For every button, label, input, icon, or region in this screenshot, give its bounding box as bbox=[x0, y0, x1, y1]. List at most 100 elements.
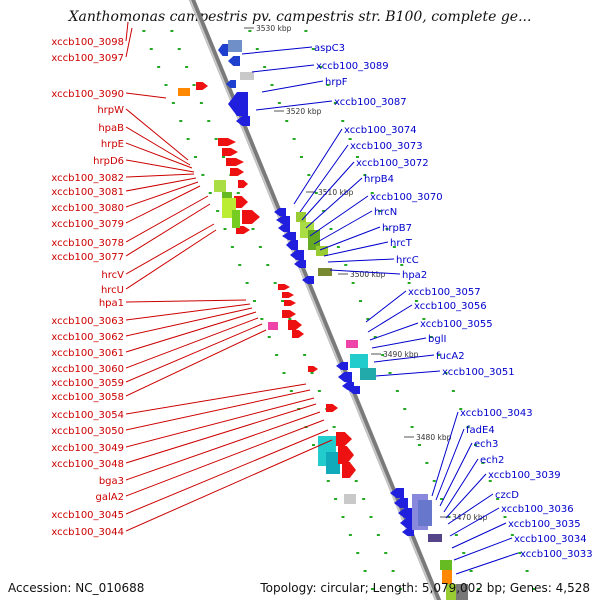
leader-line bbox=[125, 126, 191, 166]
gene-arrow bbox=[402, 528, 414, 536]
gene-label-xccb100_3057: xccb100_3057 bbox=[408, 287, 481, 298]
gene-label-xccb100_3070: xccb100_3070 bbox=[370, 192, 443, 203]
gene-label-xccb100_3077: xccb100_3077 bbox=[51, 252, 124, 263]
gene-arrow bbox=[278, 284, 290, 290]
leader-line bbox=[369, 322, 419, 341]
gene-label-xccb100_3063: xccb100_3063 bbox=[51, 316, 124, 327]
gene-label-xccb100_3056: xccb100_3056 bbox=[414, 301, 487, 312]
guide-dot bbox=[285, 120, 289, 122]
guide-dot bbox=[444, 372, 448, 374]
leader-line bbox=[125, 311, 257, 353]
guide-dot bbox=[223, 228, 227, 230]
gene-label-xccb100_3089: xccb100_3089 bbox=[316, 61, 389, 72]
guide-dot bbox=[230, 246, 234, 248]
gene-block bbox=[456, 584, 468, 600]
gene-arrow bbox=[226, 80, 236, 88]
gene-label-hrcT: hrcT bbox=[390, 238, 413, 249]
guide-dot bbox=[282, 372, 286, 374]
guide-dot bbox=[384, 552, 388, 554]
gene-label-hrcU: hrcU bbox=[101, 285, 124, 296]
guide-dot bbox=[317, 390, 321, 392]
guide-dot bbox=[314, 192, 318, 194]
guide-dot bbox=[142, 30, 146, 32]
gene-label-xccb100_3048: xccb100_3048 bbox=[51, 459, 124, 470]
kbp-tick-label: 3490 kbp bbox=[383, 350, 419, 359]
gene-label-ech2: ech2 bbox=[480, 455, 504, 466]
leader-line bbox=[125, 181, 199, 208]
leader-line bbox=[125, 185, 201, 224]
guide-dot bbox=[378, 210, 382, 212]
guide-dot bbox=[400, 264, 404, 266]
gene-block bbox=[232, 210, 240, 228]
leader-line bbox=[255, 100, 333, 111]
guide-dot bbox=[469, 570, 473, 572]
guide-dot bbox=[267, 336, 271, 338]
leader-line bbox=[125, 307, 253, 337]
guide-dot bbox=[496, 498, 500, 500]
gene-block bbox=[326, 452, 340, 474]
gene-label-xccb100_3035: xccb100_3035 bbox=[508, 519, 581, 530]
guide-dot bbox=[466, 426, 470, 428]
gene-block bbox=[350, 354, 368, 368]
leader-line bbox=[125, 323, 263, 383]
guide-dot bbox=[398, 588, 402, 590]
gene-arrow bbox=[282, 310, 296, 318]
leader-line bbox=[125, 403, 317, 464]
guide-dot bbox=[170, 30, 174, 32]
guide-dot bbox=[201, 174, 205, 176]
gene-label-hrpB4: hrpB4 bbox=[364, 174, 394, 185]
guide-dot bbox=[307, 174, 311, 176]
gene-arrow bbox=[222, 148, 238, 156]
guide-dot bbox=[481, 462, 485, 464]
gene-label-hrpE: hrpE bbox=[101, 139, 124, 150]
right-label-leaders bbox=[241, 46, 519, 575]
gene-block bbox=[240, 72, 254, 80]
gene-arrow bbox=[326, 404, 338, 412]
gene-block bbox=[360, 368, 376, 380]
guide-dot bbox=[334, 498, 338, 500]
leader-line bbox=[125, 419, 325, 497]
gene-block bbox=[296, 212, 306, 222]
leader-line bbox=[125, 299, 247, 303]
guide-dot bbox=[292, 138, 296, 140]
kbp-tick-label: 3530 kbp bbox=[256, 24, 292, 33]
guide-dot bbox=[304, 30, 308, 32]
gene-label-xccb100_3081: xccb100_3081 bbox=[51, 187, 124, 198]
gene-arrow bbox=[228, 56, 240, 66]
gene-label-xccb100_3051: xccb100_3051 bbox=[442, 367, 515, 378]
guide-dot bbox=[376, 534, 380, 536]
guide-dot bbox=[351, 282, 355, 284]
guide-dot bbox=[348, 534, 352, 536]
gene-block bbox=[316, 246, 328, 256]
guide-dot bbox=[503, 516, 507, 518]
guide-dot bbox=[326, 84, 330, 86]
leader-line bbox=[435, 428, 465, 501]
guide-dot bbox=[415, 300, 418, 302]
gene-label-hpa1: hpa1 bbox=[99, 298, 124, 309]
guide-dot bbox=[310, 372, 314, 374]
guide-dot bbox=[216, 210, 220, 212]
gene-label-xccb100_3082: xccb100_3082 bbox=[51, 173, 124, 184]
guide-dot bbox=[255, 48, 259, 50]
gene-label-xccb100_3033: xccb100_3033 bbox=[520, 549, 593, 560]
guide-dot bbox=[532, 588, 536, 590]
guide-dot bbox=[326, 480, 330, 482]
gene-label-hrpD6: hrpD6 bbox=[93, 156, 124, 167]
gene-label-bglI: bglI bbox=[428, 334, 446, 345]
gene-block bbox=[318, 268, 332, 276]
gene-arrow bbox=[292, 330, 304, 338]
gene-block bbox=[268, 322, 278, 330]
gene-arrow bbox=[394, 498, 408, 508]
guide-dot bbox=[171, 102, 175, 104]
guide-dot bbox=[186, 138, 190, 140]
gene-arrow bbox=[342, 462, 356, 478]
gene-label-xccb100_3049: xccb100_3049 bbox=[51, 443, 124, 454]
gene-label-xccb100_3059: xccb100_3059 bbox=[51, 378, 124, 389]
guide-dot bbox=[451, 390, 455, 392]
guide-dot bbox=[214, 138, 218, 140]
guide-dot bbox=[289, 390, 293, 392]
gene-label-xccb100_3061: xccb100_3061 bbox=[51, 348, 124, 359]
guide-dot bbox=[459, 408, 463, 410]
guide-dot bbox=[510, 534, 514, 536]
leader-line bbox=[375, 370, 441, 377]
